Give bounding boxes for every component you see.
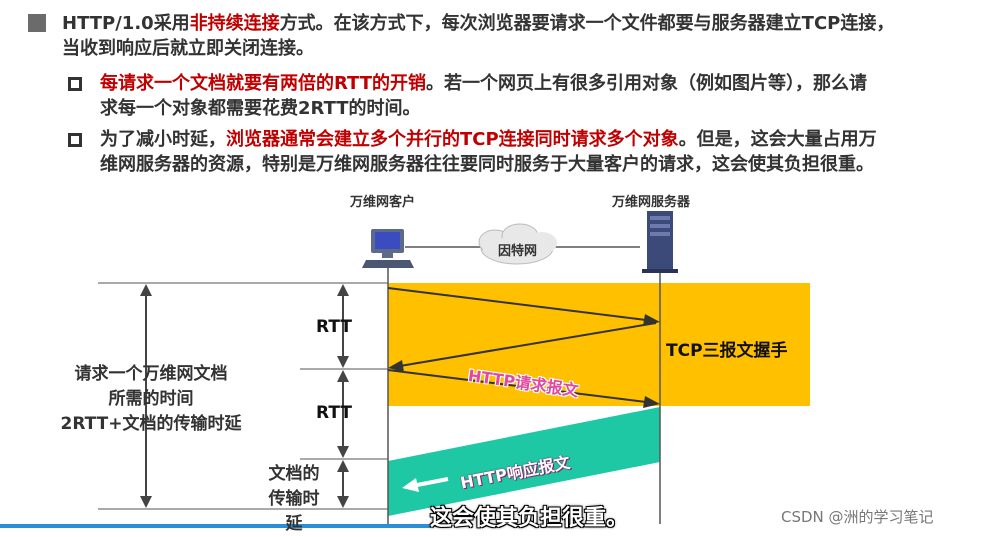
checkbox-bullet-1 — [68, 77, 82, 91]
paragraph-2: 每请求一个文档就要有两倍的RTT的开销。若一个网页上有很多引用对象（例如图片等）… — [100, 71, 980, 121]
rtt-label-1: RTT — [316, 317, 352, 337]
tcp-handshake-label: TCP三报文握手 — [666, 341, 788, 361]
response-arrow-icon — [402, 478, 419, 492]
p3-line2: 维网服务器的资源，特别是万维网服务器往往要同时服务于大量客户的请求，这会使其负担… — [100, 154, 874, 175]
p3-highlight: 浏览器通常会建立多个并行的TCP连接同时请求多个对象 — [226, 129, 679, 150]
p1-highlight: 非持续连接 — [189, 13, 280, 34]
server-icon — [642, 211, 678, 273]
client-label: 万维网客户 — [350, 195, 416, 210]
progress-bar — [0, 524, 430, 528]
main-bullet — [28, 14, 46, 32]
rtt-label-2: RTT — [316, 403, 352, 423]
left-line-3: 2RTT+文档的传输时延 — [60, 414, 242, 434]
left-line-2: 所需的时间 — [108, 389, 194, 409]
left-line-1: 请求一个万维网文档 — [74, 364, 228, 384]
p1-pre: HTTP/1.0采用 — [62, 13, 190, 34]
p2-highlight: 每请求一个文档就要有两倍的RTT的开销 — [100, 73, 427, 94]
left-description: 请求一个万维网文档 所需的时间 2RTT+文档的传输时延 — [40, 362, 262, 437]
p3-pre: 为了减小时延， — [100, 129, 226, 150]
transfer-delay-label: 文档的 传输时延 — [262, 462, 326, 537]
p2-line2: 求每一个对象都需要花费2RTT的时间。 — [100, 98, 421, 119]
tcp-band — [388, 283, 810, 406]
cloud-icon — [478, 223, 557, 265]
response-band — [388, 407, 660, 516]
p1-line2: 当收到响应后就立即关闭连接。 — [62, 38, 314, 59]
p2-post: 。若一个网页上有很多引用对象（例如图片等），那么请 — [426, 73, 868, 94]
video-caption: 这会使其负担很重。 — [430, 506, 629, 531]
checkbox-bullet-2 — [68, 133, 82, 147]
server-label: 万维网服务器 — [612, 195, 691, 210]
watermark: CSDN @洲的学习笔记 — [781, 508, 934, 526]
computer-icon — [362, 229, 414, 268]
internet-label: 因特网 — [498, 244, 538, 259]
p3-post: 。但是，这会大量占用万 — [678, 129, 877, 150]
transfer-line-1: 文档的 — [268, 464, 320, 484]
transfer-line-2: 传输时延 — [268, 489, 320, 534]
paragraph-1: HTTP/1.0采用非持续连接方式。在该方式下，每次浏览器要请求一个文件都要与服… — [62, 11, 982, 61]
paragraph-3: 为了减小时延，浏览器通常会建立多个并行的TCP连接同时请求多个对象。但是，这会大… — [100, 127, 980, 177]
p1-post: 方式。在该方式下，每次浏览器要请求一个文件都要与服务器建立TCP连接， — [279, 13, 895, 34]
